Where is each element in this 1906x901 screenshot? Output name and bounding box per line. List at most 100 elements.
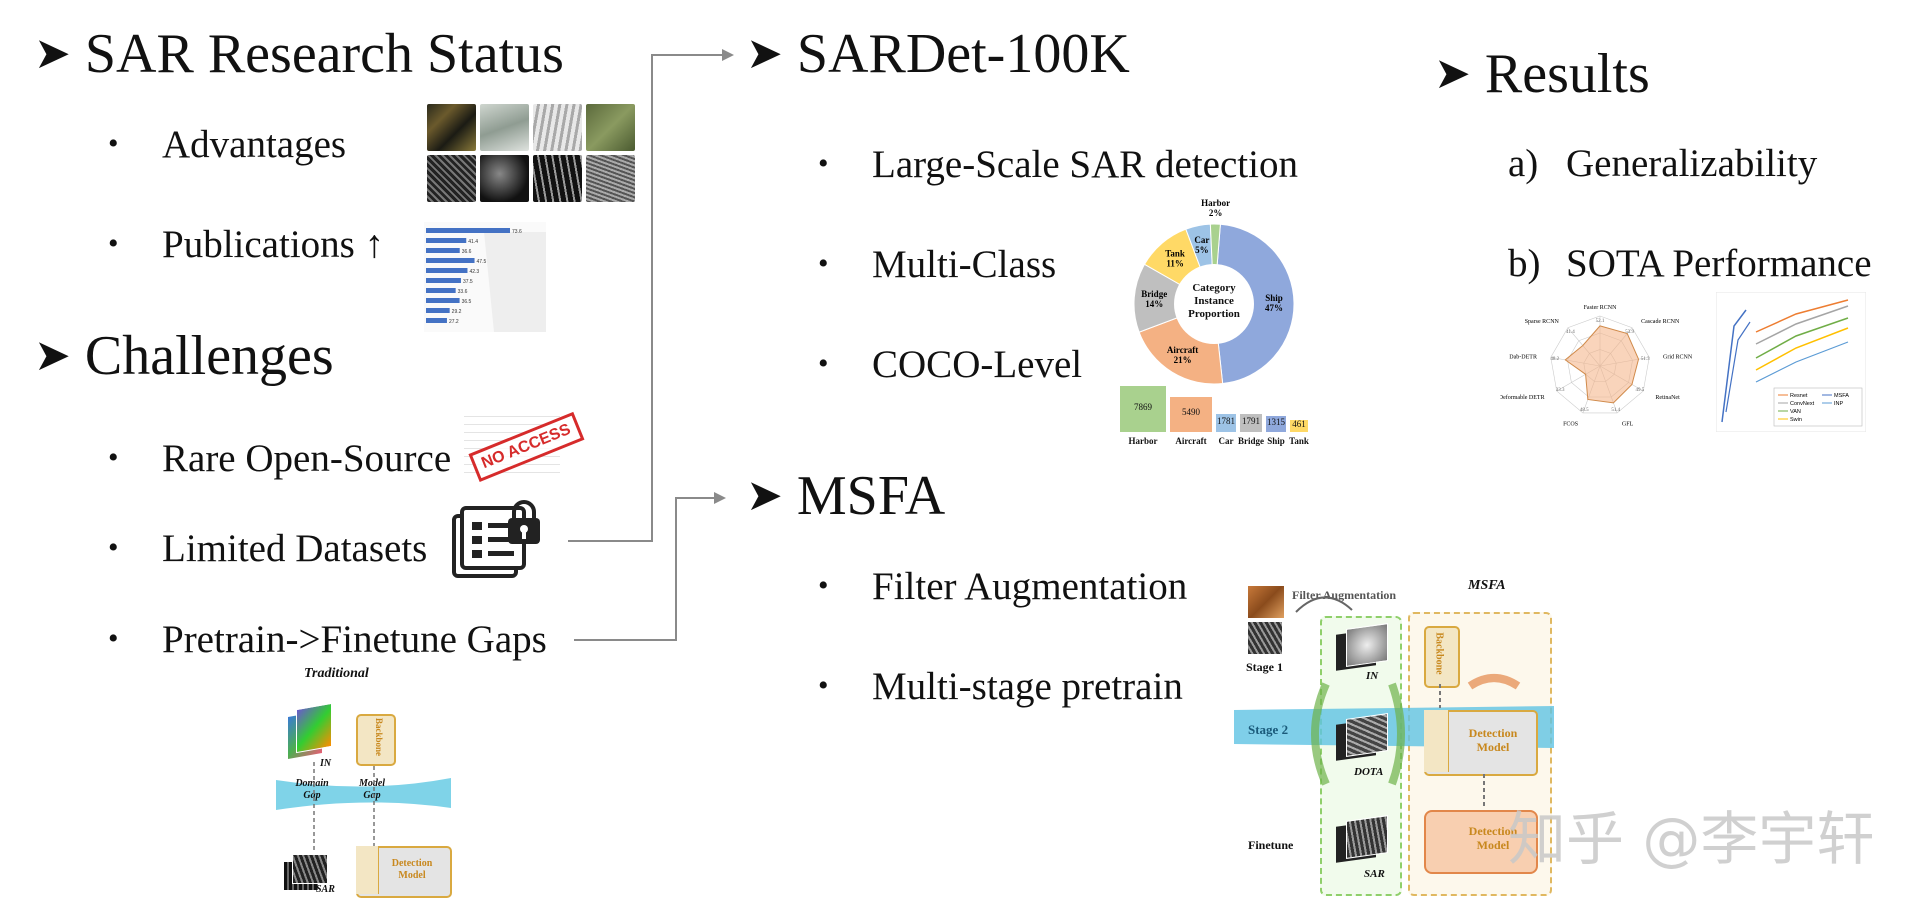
bullet-label: Pretrain->Finetune Gaps: [162, 618, 547, 661]
donut-slice-name: Bridge: [1141, 289, 1167, 299]
research-heading: ➤SAR Research Status: [34, 24, 564, 84]
item-text: Generalizability: [1566, 142, 1818, 185]
bullet-dot-icon: •: [818, 669, 829, 702]
chart-shading: [484, 232, 546, 332]
sar-image-stack: [292, 854, 328, 884]
donut-slice-name: Aircraft: [1167, 345, 1198, 355]
line-series: [1755, 299, 1849, 333]
radar-method-label: GFL: [1622, 421, 1634, 427]
radar-value-label: 41.4: [1566, 330, 1575, 335]
msfa-heading: ➤MSFA: [746, 466, 945, 526]
bullet-dot-icon: •: [818, 569, 829, 602]
bullet-coco-level: •COCO-Level: [818, 342, 1082, 387]
arrowhead-icon: [722, 49, 734, 61]
bullet-dot-icon: •: [108, 441, 119, 474]
line-series: [1725, 321, 1751, 413]
radar-method-label: Faster RCNN: [1584, 305, 1618, 311]
bullet-label: Advantages: [162, 123, 347, 166]
radar-value-label: 48.2: [1550, 357, 1559, 362]
item-text: SOTA Performance: [1566, 242, 1872, 285]
line-chart-legend: [1773, 387, 1863, 427]
dota-label: DOTA: [1354, 766, 1384, 778]
donut-slice-name: Car: [1194, 235, 1209, 245]
donut-slice-name: Tank: [1165, 248, 1185, 258]
legend-label: Resnet: [1790, 393, 1808, 399]
bullet-label: Filter Augmentation: [872, 565, 1188, 608]
radar-method-label: Deformable DETR: [1500, 394, 1545, 401]
instance-bar-car: [1216, 413, 1236, 432]
bullet-dot-icon: •: [108, 622, 119, 655]
instance-bar-value: 461: [1292, 418, 1306, 429]
publication-bar: [426, 268, 468, 273]
sar-thumbnail: [586, 104, 635, 151]
finetune-label: Finetune: [1248, 838, 1294, 852]
instance-bar-label: Harbor: [1128, 436, 1158, 446]
donut-slice-percent: 21%: [1174, 355, 1192, 365]
instance-bar-value: 5490: [1182, 407, 1200, 418]
item-marker: b): [1508, 242, 1541, 285]
donut-slice-percent: 14%: [1145, 299, 1163, 309]
radar-method-label: Cascade RCNN: [1641, 319, 1680, 325]
publication-value: 37.5: [463, 279, 473, 285]
radar-ring: [1550, 315, 1650, 414]
radar-value-label: 48.5: [1580, 408, 1589, 413]
stage2-label: Stage 2: [1248, 722, 1289, 737]
arrow-bullet-icon: ➤: [1434, 49, 1471, 98]
sar-label: SAR: [1364, 868, 1385, 880]
radar-method-label: Dab-DETR: [1509, 355, 1537, 361]
bullet-advantages: • Advantages: [108, 122, 346, 167]
bullet-multi-stage: •Multi-stage pretrain: [818, 664, 1183, 709]
publication-bar: [426, 248, 460, 253]
bullet-label: Large-Scale SAR detection: [872, 143, 1298, 186]
line-series: [1755, 327, 1849, 371]
donut-slice-percent: 5%: [1195, 245, 1209, 255]
bullet-multi-class: •Multi-Class: [818, 242, 1056, 287]
publication-value: 29.2: [452, 309, 462, 315]
traditional-title: Traditional: [304, 666, 369, 681]
legend-label: ConvNext: [1790, 401, 1815, 407]
radar-value-label: 52.1: [1596, 319, 1605, 324]
publication-value: 73.6: [512, 229, 522, 235]
donut-slice-name: Ship: [1265, 293, 1283, 303]
msfa-title: MSFA: [796, 465, 946, 527]
backbone-label: Backbone: [374, 717, 385, 757]
bullet-publications: •Publications ↑: [108, 222, 384, 267]
challenges-heading: ➤Challenges: [34, 326, 334, 386]
publication-value: 41.4: [468, 239, 478, 245]
publication-bar: [426, 308, 450, 313]
locked-documents-icon: [452, 500, 540, 578]
instance-bar-bridge: [1240, 413, 1262, 432]
dashed-flow: [313, 762, 375, 852]
stage1-label: Stage 1: [1246, 660, 1283, 674]
sar-thumbnail: [1248, 622, 1282, 654]
msfa-diagram: MSFA Filter Augmentation Stage 1 Stage 2…: [1234, 574, 1554, 896]
in-image-stack: [296, 702, 332, 754]
research-title: SAR Research Status: [84, 23, 564, 85]
detection-model-label: Detection Model: [1468, 726, 1518, 754]
publication-value: 36.6: [462, 249, 472, 255]
line-series: [1721, 309, 1747, 423]
final-detection-model-box: [1424, 810, 1538, 874]
line-series: [1755, 317, 1849, 359]
backbone-box: [356, 714, 396, 766]
sar-thumbnail: [427, 155, 476, 202]
item-marker: a): [1508, 142, 1539, 185]
in-label: IN: [1366, 670, 1379, 682]
bullet-label: Publications ↑: [162, 223, 385, 266]
model-gap-label: Model Gap: [358, 778, 386, 801]
donut-slice-percent: 2%: [1209, 208, 1223, 218]
radar-method-label: FCOS: [1563, 421, 1578, 427]
in-label: IN: [320, 758, 332, 769]
instance-bar-tank: [1290, 419, 1308, 432]
results-title: Results: [1484, 43, 1650, 105]
arrow-to-sardet: [568, 54, 726, 542]
donut-slice-percent: 11%: [1166, 258, 1184, 268]
bullet-dot-icon: •: [108, 127, 119, 160]
connector-arrows: [568, 49, 734, 641]
legend-label: MSFA: [1834, 393, 1849, 399]
bullet-filter-augmentation: • Filter Augmentation: [818, 564, 1187, 609]
detection-model-label: Detection Model: [1468, 824, 1518, 852]
